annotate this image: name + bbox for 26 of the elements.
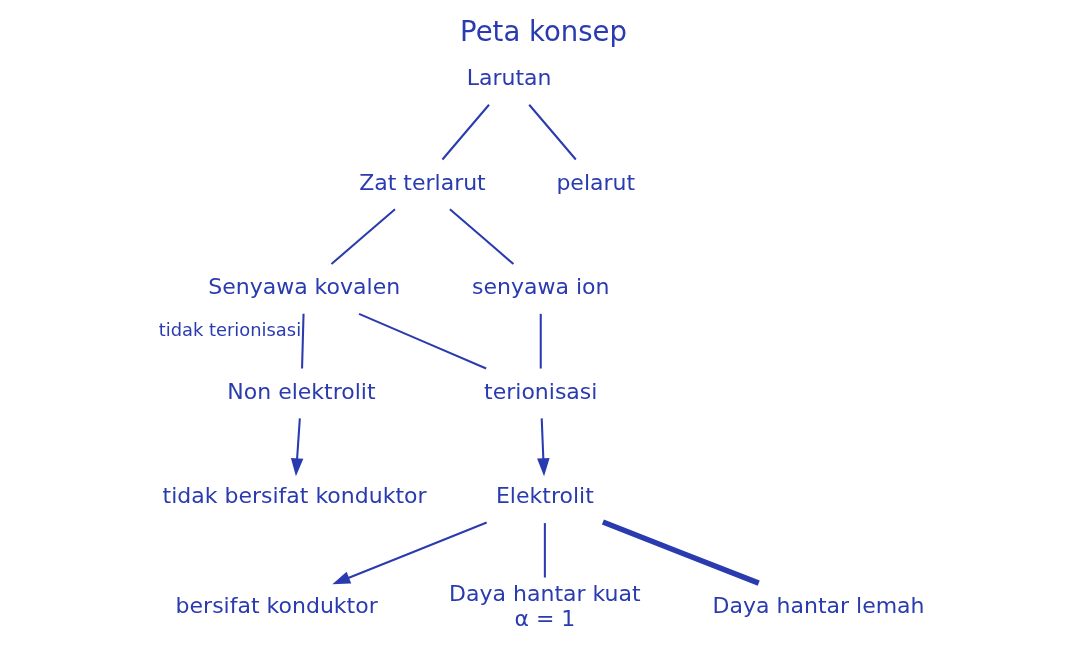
node-text: senyawa ion [472,274,610,300]
connector [330,208,396,265]
connector [301,313,305,369]
edge-label: tidak terionisasi [158,319,302,341]
node-text: Senyawa kovalen [208,274,401,300]
node-text: Larutan [466,65,552,91]
connector [358,312,487,370]
node-text: Daya hantar kuat α = 1 [449,580,641,631]
node-text: terionisasi [484,378,598,404]
connector [539,313,542,369]
node-text: pelarut [556,169,636,195]
connector [528,104,577,161]
node-text: tidak bersifat konduktor [162,483,427,509]
connector [543,523,546,578]
connector [449,208,515,265]
arrow [537,418,550,477]
arrow [290,418,304,477]
connector [441,104,490,161]
arrow [332,521,488,585]
connector [601,519,760,586]
node-text: Elektrolit [495,483,594,509]
node-text: Zat terlarut [359,169,486,195]
node-text: bersifat konduktor [175,593,378,619]
node-text: Non elektrolit [227,378,376,404]
diagram-title: Peta konsep [460,15,627,48]
node-text: Daya hantar lemah [712,593,925,619]
